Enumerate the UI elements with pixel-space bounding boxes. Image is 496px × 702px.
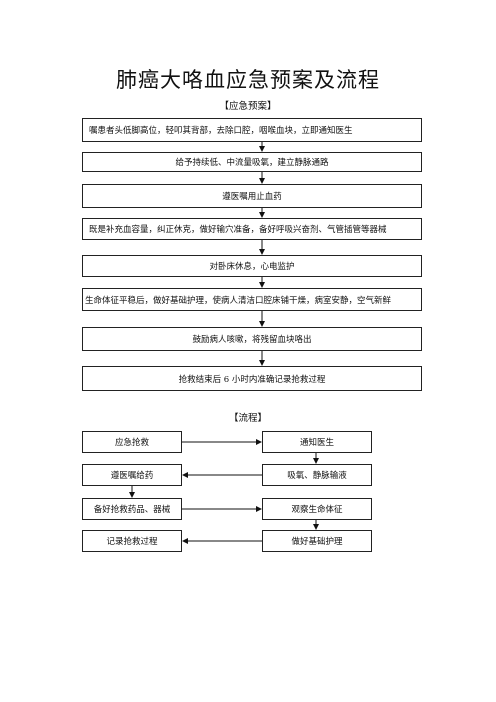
flow-section-label: 【流程】 (228, 413, 267, 424)
flow-prepare-equipment: 备好抢救药品、器械 (82, 498, 182, 520)
flow-basic-care: 做好基础护理 (262, 530, 372, 552)
plan-step-5: 对卧床休息，心电监护 (82, 255, 422, 277)
flow-notify-doctor: 通知医生 (262, 431, 372, 453)
plan-step-1: 嘱患者头低脚高位，轻叩其背部，去除口腔，咽喉血块，立即通知医生 (82, 118, 422, 142)
flow-observe-vitals: 观察生命体征 (262, 498, 372, 520)
plan-step-6: 生命体征平稳后，做好基础护理，使病人清洁口腔床铺干燥，病室安静，空气新鲜 (82, 288, 422, 311)
flow-oxygen-iv: 吸氧、静脉输液 (262, 464, 372, 486)
page-title: 肺癌大咯血应急预案及流程 (116, 68, 380, 92)
flow-record-rescue: 记录抢救过程 (82, 530, 182, 552)
plan-step-2: 给予持续低、中流量吸氧，建立静脉通路 (82, 152, 422, 172)
flow-emergency-rescue: 应急抢救 (82, 431, 182, 453)
plan-step-4: 既是补充血容量，纠正休克，做好输穴准备，备好呼吸兴奋剂、气管插管等器械 (82, 218, 422, 240)
plan-section-label: 【应急预案】 (219, 101, 277, 112)
flow-give-medication: 遵医嘱给药 (82, 464, 182, 486)
plan-step-3: 遵医嘱用止血药 (82, 184, 422, 208)
plan-step-8: 抢救结束后 6 小时内准确记录抢救过程 (82, 366, 422, 391)
plan-step-7: 鼓励病人咳嗽，将残留血块咯出 (82, 327, 422, 351)
